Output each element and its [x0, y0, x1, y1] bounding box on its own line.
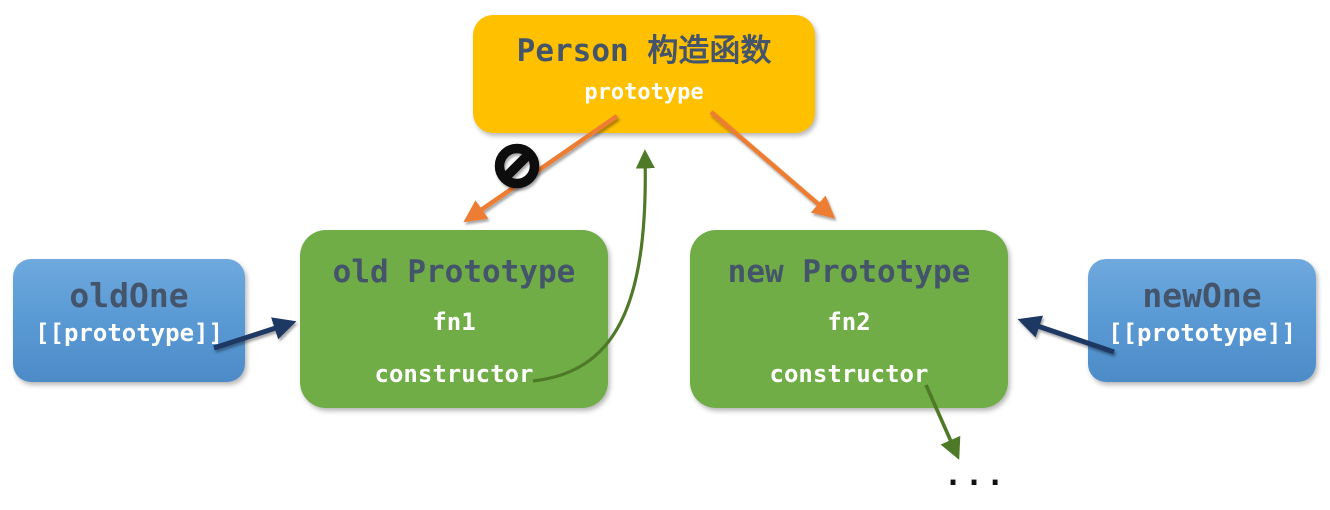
person-constructor-box: Person 构造函数 prototype [473, 15, 815, 133]
oldone-title: oldOne [69, 276, 189, 315]
old-prototype-member-constructor: constructor [374, 360, 534, 388]
new-prototype-box: new Prototype fn2 constructor [690, 230, 1008, 408]
person-box-title: Person 构造函数 [516, 33, 772, 69]
new-prototype-title: new Prototype [727, 254, 971, 290]
person-prototype-property: prototype [584, 80, 704, 105]
old-prototype-member-fn1: fn1 [432, 308, 476, 336]
newone-title: newOne [1142, 276, 1262, 315]
ellipsis-continuation: ... [944, 458, 1008, 493]
new-prototype-member-fn2: fn2 [827, 308, 871, 336]
newone-instance-box: newOne [[prototype]] [1088, 259, 1316, 382]
oldone-prototype-slot: [[prototype]] [35, 319, 223, 347]
old-prototype-title: old Prototype [332, 254, 576, 290]
oldone-instance-box: oldOne [[prototype]] [13, 259, 245, 382]
old-prototype-box: old Prototype fn1 constructor [300, 230, 608, 408]
newone-prototype-slot: [[prototype]] [1108, 319, 1296, 347]
prohibited-icon [494, 143, 540, 189]
new-prototype-member-constructor: constructor [769, 360, 929, 388]
